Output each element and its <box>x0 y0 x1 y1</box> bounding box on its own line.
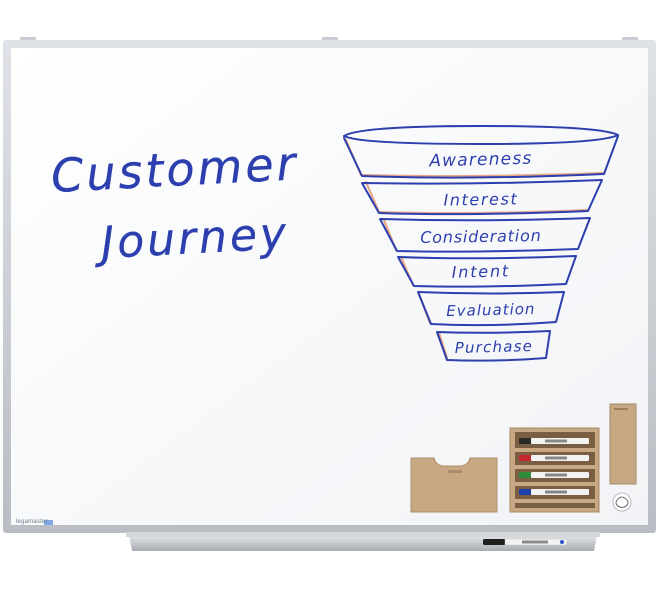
funnel-tier <box>436 330 551 362</box>
card-holder-slot <box>614 408 628 410</box>
funnel-tier <box>361 179 603 216</box>
heading-customer: Customer <box>50 136 300 203</box>
stage-label-consideration: Consideration <box>420 226 542 247</box>
funnel-rim <box>343 125 619 145</box>
tray-lip <box>126 532 600 537</box>
marker-black <box>519 438 589 444</box>
brand-badge-box <box>44 520 53 525</box>
funnel-labels: Awareness Interest Consideration Intent … <box>420 149 542 357</box>
funnel-tier <box>343 135 619 179</box>
marker-tray <box>129 535 597 551</box>
clover-badge <box>612 492 632 512</box>
funnel-tier <box>417 291 565 327</box>
marker-green <box>519 472 589 478</box>
heading-journey: Journey <box>92 208 290 269</box>
funnel-diagram <box>343 125 619 362</box>
marker-blue <box>519 489 589 495</box>
stage-label-awareness: Awareness <box>428 149 533 172</box>
funnel-tier <box>397 255 577 288</box>
brand-label: legamaster <box>16 519 48 525</box>
funnel-tier <box>379 217 591 253</box>
board-heading: Customer Journey <box>50 136 300 270</box>
stage-label-evaluation: Evaluation <box>446 300 536 320</box>
accessory-tray <box>410 457 498 513</box>
holder-markers[interactable] <box>519 438 589 495</box>
marker-red <box>519 455 589 461</box>
tray-marker[interactable] <box>483 538 568 546</box>
card-holder <box>609 403 637 485</box>
stage-label-interest: Interest <box>443 189 518 209</box>
stage-label-intent: Intent <box>452 261 511 282</box>
stage-label-purchase: Purchase <box>454 337 533 357</box>
